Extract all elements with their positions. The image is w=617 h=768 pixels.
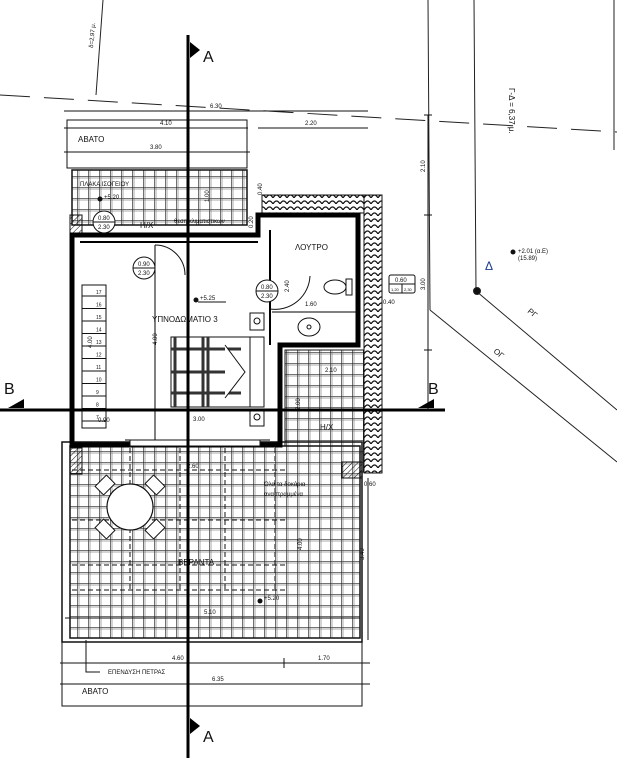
stone-cladding-label: ΕΠΕΝΔΥΣΗ ΠΕΤΡΑΣ [108, 670, 166, 676]
dim-veranda-3-40: 3.40 [360, 548, 366, 560]
beams-note-2: αναστραμμένα [264, 491, 303, 498]
door-tag-1: 0.80 2.30 [92, 210, 116, 234]
dim-bed-3-00: 3.00 [193, 417, 205, 423]
svg-text:0.60: 0.60 [395, 278, 407, 284]
level-marker-bedroom: +5.25 [193, 296, 226, 303]
roof-tiles-side [363, 194, 383, 474]
veranda-door-width: 2.60 [187, 464, 199, 470]
beams-note-1: Όλα τα δοκάρια [263, 481, 306, 488]
section-line-a [186, 35, 200, 758]
dim-veranda-5-10: 5.10 [204, 610, 216, 616]
section-a-bottom-label: A [203, 729, 214, 746]
svg-text:+5.25: +5.25 [200, 296, 216, 302]
dim-3-00: 3.00 [421, 278, 427, 290]
section-b-right-label: B [428, 381, 439, 398]
staircase[interactable] [81, 284, 107, 429]
double-bed [170, 312, 265, 427]
toilet-icon [323, 278, 353, 296]
svg-text:2,30: 2,30 [404, 287, 413, 292]
pergola-beams [72, 448, 285, 591]
stair-step-number: 12 [96, 353, 102, 359]
veranda-sliding-door[interactable] [129, 439, 261, 447]
dim-0-40a: 0.40 [258, 183, 264, 195]
dining-table [94, 474, 166, 540]
dim-bath-2-40: 2.40 [285, 280, 291, 292]
dim-terrace-2-00: 2.00 [296, 398, 302, 410]
level-marker-veranda: +5.20 [257, 596, 280, 604]
bathroom-label: ΛΟΥΤΡΟ [295, 243, 328, 252]
dim-bottom-1-70: 1.70 [318, 656, 330, 662]
dim-stair-0-90: 0.90 [98, 418, 110, 424]
dim-veranda-4-00: 4.00 [298, 538, 304, 550]
ac-position-label: θεση κλιματιστικων [174, 219, 225, 225]
og-label: ΟΓ [492, 347, 506, 361]
dim-bottom-4-60: 4.60 [172, 656, 184, 662]
section-line-b [0, 399, 445, 412]
window-tag: 0.60 1,20 2,30 [388, 274, 416, 294]
dim-avato-width: 3.80 [150, 145, 162, 151]
dim-terrace-2-10: 2.10 [325, 368, 337, 374]
dim-2-10: 2.10 [421, 160, 427, 172]
door-tag-3: 0.80 2.30 [255, 275, 311, 310]
stair-step-number: 17 [96, 290, 102, 296]
avato-top-label: ΑΒΑΤΟ [78, 135, 104, 144]
stair-step-number: 8 [96, 403, 99, 409]
ground-level-marker: +2.01 (α.Ε) (15.89) [510, 249, 548, 262]
veranda-area [69, 445, 361, 639]
svg-text:+2.01 (α.Ε): +2.01 (α.Ε) [518, 249, 548, 255]
svg-text:+5.20: +5.20 [264, 596, 280, 602]
stair-step-number: 9 [96, 390, 99, 396]
point-delta-label: Δ [485, 259, 493, 273]
svg-text:1,20: 1,20 [391, 287, 400, 292]
dim-top-right: 2.20 [305, 121, 317, 127]
dim-0-20: 0.20 [249, 216, 255, 228]
stair-step-number: 16 [96, 303, 102, 309]
avato-bottom-label: ΑΒΑΤΟ [82, 687, 108, 696]
gd-distance-label: Γ-Δ = 6,37 μ. [507, 88, 516, 134]
bedroom-label: ΥΠΝΟΔΩΜΑΤΙΟ 3 [152, 315, 218, 324]
stair-step-number: 11 [96, 365, 101, 371]
svg-text:2.30: 2.30 [261, 294, 273, 300]
stair-step-number: 15 [96, 315, 102, 321]
dim-plaka-depth: 1.00 [205, 190, 211, 202]
rg-label: ΡΓ [526, 307, 540, 321]
dim-bed-4-00: 4.00 [153, 333, 159, 345]
svg-text:+5.20: +5.20 [104, 195, 120, 201]
offset-label: δ=2,97 μ. [89, 22, 97, 48]
door-tag-2: 0.90 2.30 [132, 244, 186, 280]
dim-bottom-6-35: 6.35 [212, 677, 224, 683]
section-a-top-label: A [203, 49, 214, 66]
bottom-dimensions [60, 640, 370, 707]
svg-text:0.80: 0.80 [261, 285, 273, 291]
stair-steps: 17 16 15 14 13 12 11 10 9 8 7 [82, 290, 106, 422]
right-dimension-line [424, 114, 432, 410]
svg-text:2.30: 2.30 [98, 225, 110, 231]
dim-top-left: 4.10 [160, 121, 172, 127]
hx-top-label: Η/Χ [140, 221, 154, 230]
svg-text:2.30: 2.30 [138, 271, 150, 277]
svg-text:0.90: 0.90 [138, 262, 150, 268]
plaka-label: ΠΛΑΚΑ ΙΣΟΓΕΙΟΥ [80, 182, 129, 188]
dim-top-total: 6.30 [210, 104, 222, 110]
svg-text:(15.89): (15.89) [518, 256, 537, 262]
dim-stair-4-00: 4.00 [88, 336, 94, 348]
boundary-point-marker [473, 287, 481, 295]
level-marker-plaka: +5.20 [97, 195, 120, 202]
site-boundaries [0, 0, 617, 463]
dim-beam-0-60: 0.60 [364, 482, 376, 488]
veranda-label: ΒΕΡΑΝΤΑ [178, 558, 215, 567]
stair-step-number: 14 [96, 328, 102, 334]
hx-terrace-label: Η/Χ [320, 423, 334, 432]
dim-bath-1-60: 1.60 [305, 302, 317, 308]
top-dimensions [64, 110, 368, 169]
section-b-left-label: B [4, 381, 15, 398]
stair-step-number: 7 [96, 415, 99, 421]
stair-step-number: 10 [96, 378, 102, 384]
stair-step-number: 13 [96, 340, 102, 346]
hatched-column [69, 214, 83, 236]
svg-text:0.80: 0.80 [98, 216, 110, 222]
washbasin-icon [297, 317, 321, 337]
dim-0-40b: 0.40 [383, 300, 395, 306]
